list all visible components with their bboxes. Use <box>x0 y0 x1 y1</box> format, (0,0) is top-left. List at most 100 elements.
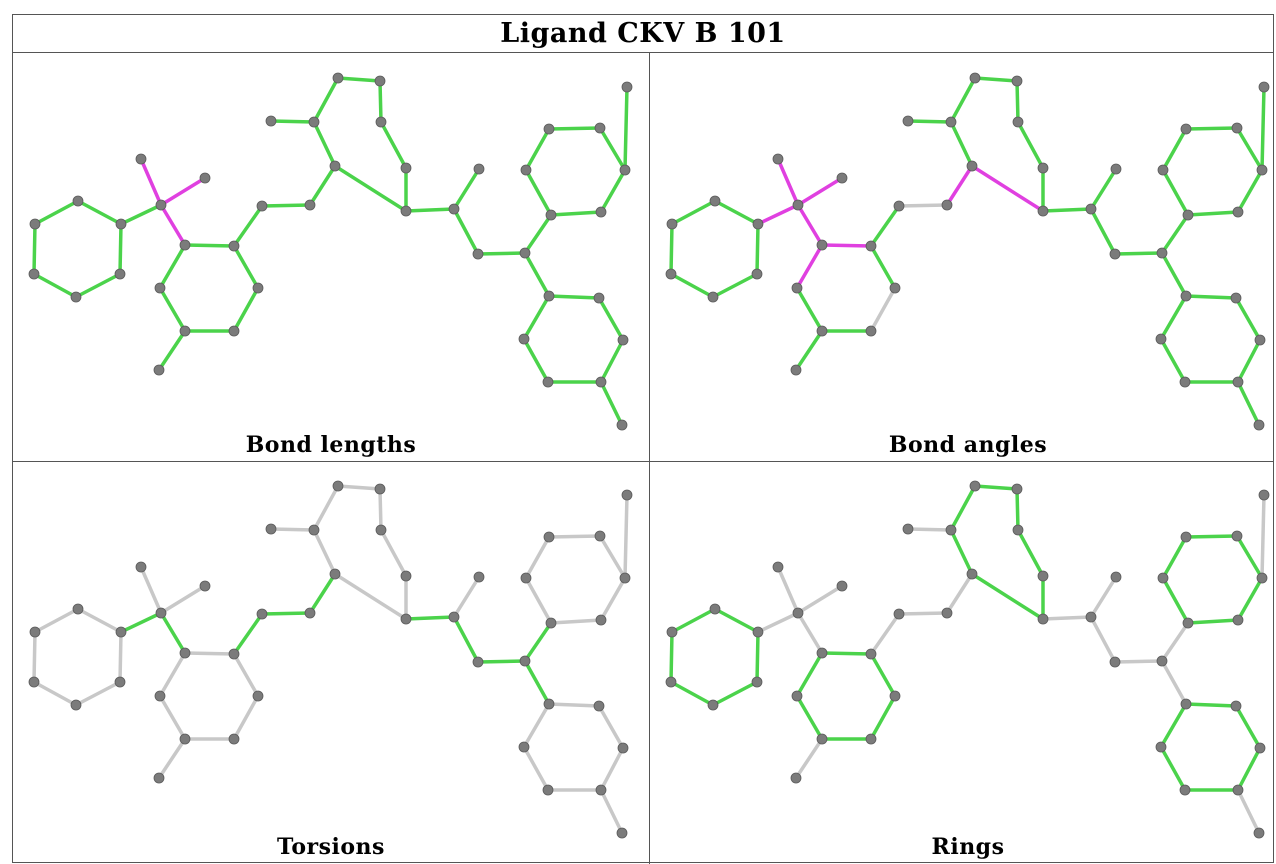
bond-36 <box>598 126 627 172</box>
atom-22 <box>375 116 387 128</box>
bond-35 <box>1184 126 1239 131</box>
atom-12 <box>228 733 240 745</box>
bond-3 <box>711 272 759 299</box>
atom-26 <box>448 611 460 623</box>
atom-14 <box>791 690 803 702</box>
bond-47 <box>599 788 624 835</box>
bond-46 <box>547 702 601 708</box>
atom-7 <box>772 153 784 165</box>
bond-12 <box>869 286 897 333</box>
atom-25 <box>1037 205 1049 217</box>
atom-31 <box>1157 164 1169 176</box>
bond-32 <box>523 621 553 663</box>
bond-16 <box>794 737 824 780</box>
atom-4 <box>707 699 719 711</box>
molecule-torsions <box>28 480 633 839</box>
bond-21 <box>269 119 316 124</box>
panel-torsions: Torsions <box>13 462 649 864</box>
bond-22 <box>949 484 977 532</box>
bond-34 <box>524 127 551 172</box>
bond-25 <box>1016 528 1045 578</box>
bond-27 <box>333 572 408 621</box>
bond-4 <box>32 272 78 299</box>
bond-39 <box>1260 493 1266 580</box>
atom-6 <box>155 199 167 211</box>
bond-7 <box>776 157 800 207</box>
bond-17 <box>232 204 264 248</box>
atom-33 <box>1231 122 1243 134</box>
atom-13 <box>816 733 828 745</box>
bond-20 <box>312 120 337 168</box>
bond-38 <box>1186 618 1240 625</box>
atom-43 <box>616 827 628 839</box>
bond-7 <box>139 157 163 207</box>
bond-30 <box>1089 615 1117 664</box>
bond-12 <box>232 694 260 741</box>
atom-38 <box>518 333 530 345</box>
atom-31 <box>520 164 532 176</box>
bond-28 <box>1041 615 1093 621</box>
bond-34 <box>1161 127 1188 172</box>
atom-31 <box>520 572 532 584</box>
atom-28 <box>1109 656 1121 668</box>
bond-16 <box>157 737 187 780</box>
atom-28 <box>472 656 484 668</box>
panel-rings: Rings <box>650 462 1276 864</box>
atom-28 <box>1109 248 1121 260</box>
atom-11 <box>889 282 901 294</box>
atom-39 <box>1179 784 1191 796</box>
bond-37 <box>1236 168 1264 214</box>
bond-39 <box>1260 85 1266 172</box>
bond-18 <box>260 611 312 616</box>
bond-34 <box>1161 535 1188 580</box>
atom-21 <box>1037 570 1049 582</box>
bond-25 <box>379 120 408 170</box>
bond-9 <box>796 611 824 655</box>
atom-20 <box>902 523 914 535</box>
bond-46 <box>1184 702 1238 708</box>
bond-38 <box>549 210 603 217</box>
atom-29 <box>519 655 531 667</box>
atom-7 <box>135 561 147 573</box>
bond-5 <box>32 630 37 684</box>
atom-16 <box>893 608 905 620</box>
bond-29 <box>1089 575 1118 619</box>
atom-31 <box>1157 572 1169 584</box>
bond-10 <box>183 651 236 656</box>
bond-15 <box>795 651 824 698</box>
atom-23 <box>332 72 344 84</box>
bond-15 <box>158 243 187 290</box>
bond-3 <box>711 680 759 707</box>
atom-43 <box>1253 419 1265 431</box>
bond-41 <box>522 702 551 749</box>
atom-11 <box>252 282 264 294</box>
atom-22 <box>1012 524 1024 536</box>
atom-0 <box>29 626 41 638</box>
bond-38 <box>1186 210 1240 217</box>
caption-bond-angles: Bond angles <box>888 432 1048 458</box>
bond-35 <box>547 534 602 539</box>
atom-25 <box>1037 613 1049 625</box>
atom-25 <box>400 205 412 217</box>
atom-39 <box>542 376 554 388</box>
bond-1 <box>76 199 123 226</box>
bond-7 <box>139 565 163 615</box>
atom-30 <box>1182 617 1194 629</box>
bond-23 <box>336 76 382 83</box>
bond-10 <box>183 243 236 248</box>
atom-34 <box>1256 164 1268 176</box>
atom-20 <box>265 115 277 127</box>
bond-11 <box>232 652 260 698</box>
bond-35 <box>547 126 602 131</box>
bond-31 <box>1113 251 1164 256</box>
bond-19 <box>308 164 337 207</box>
bond-46 <box>1184 294 1238 300</box>
atom-28 <box>472 248 484 260</box>
bond-5 <box>669 630 674 684</box>
atom-30 <box>545 209 557 221</box>
atom-16 <box>893 200 905 212</box>
atom-37 <box>543 698 555 710</box>
atom-19 <box>308 116 320 128</box>
atom-9 <box>179 647 191 659</box>
atom-29 <box>1156 655 1168 667</box>
